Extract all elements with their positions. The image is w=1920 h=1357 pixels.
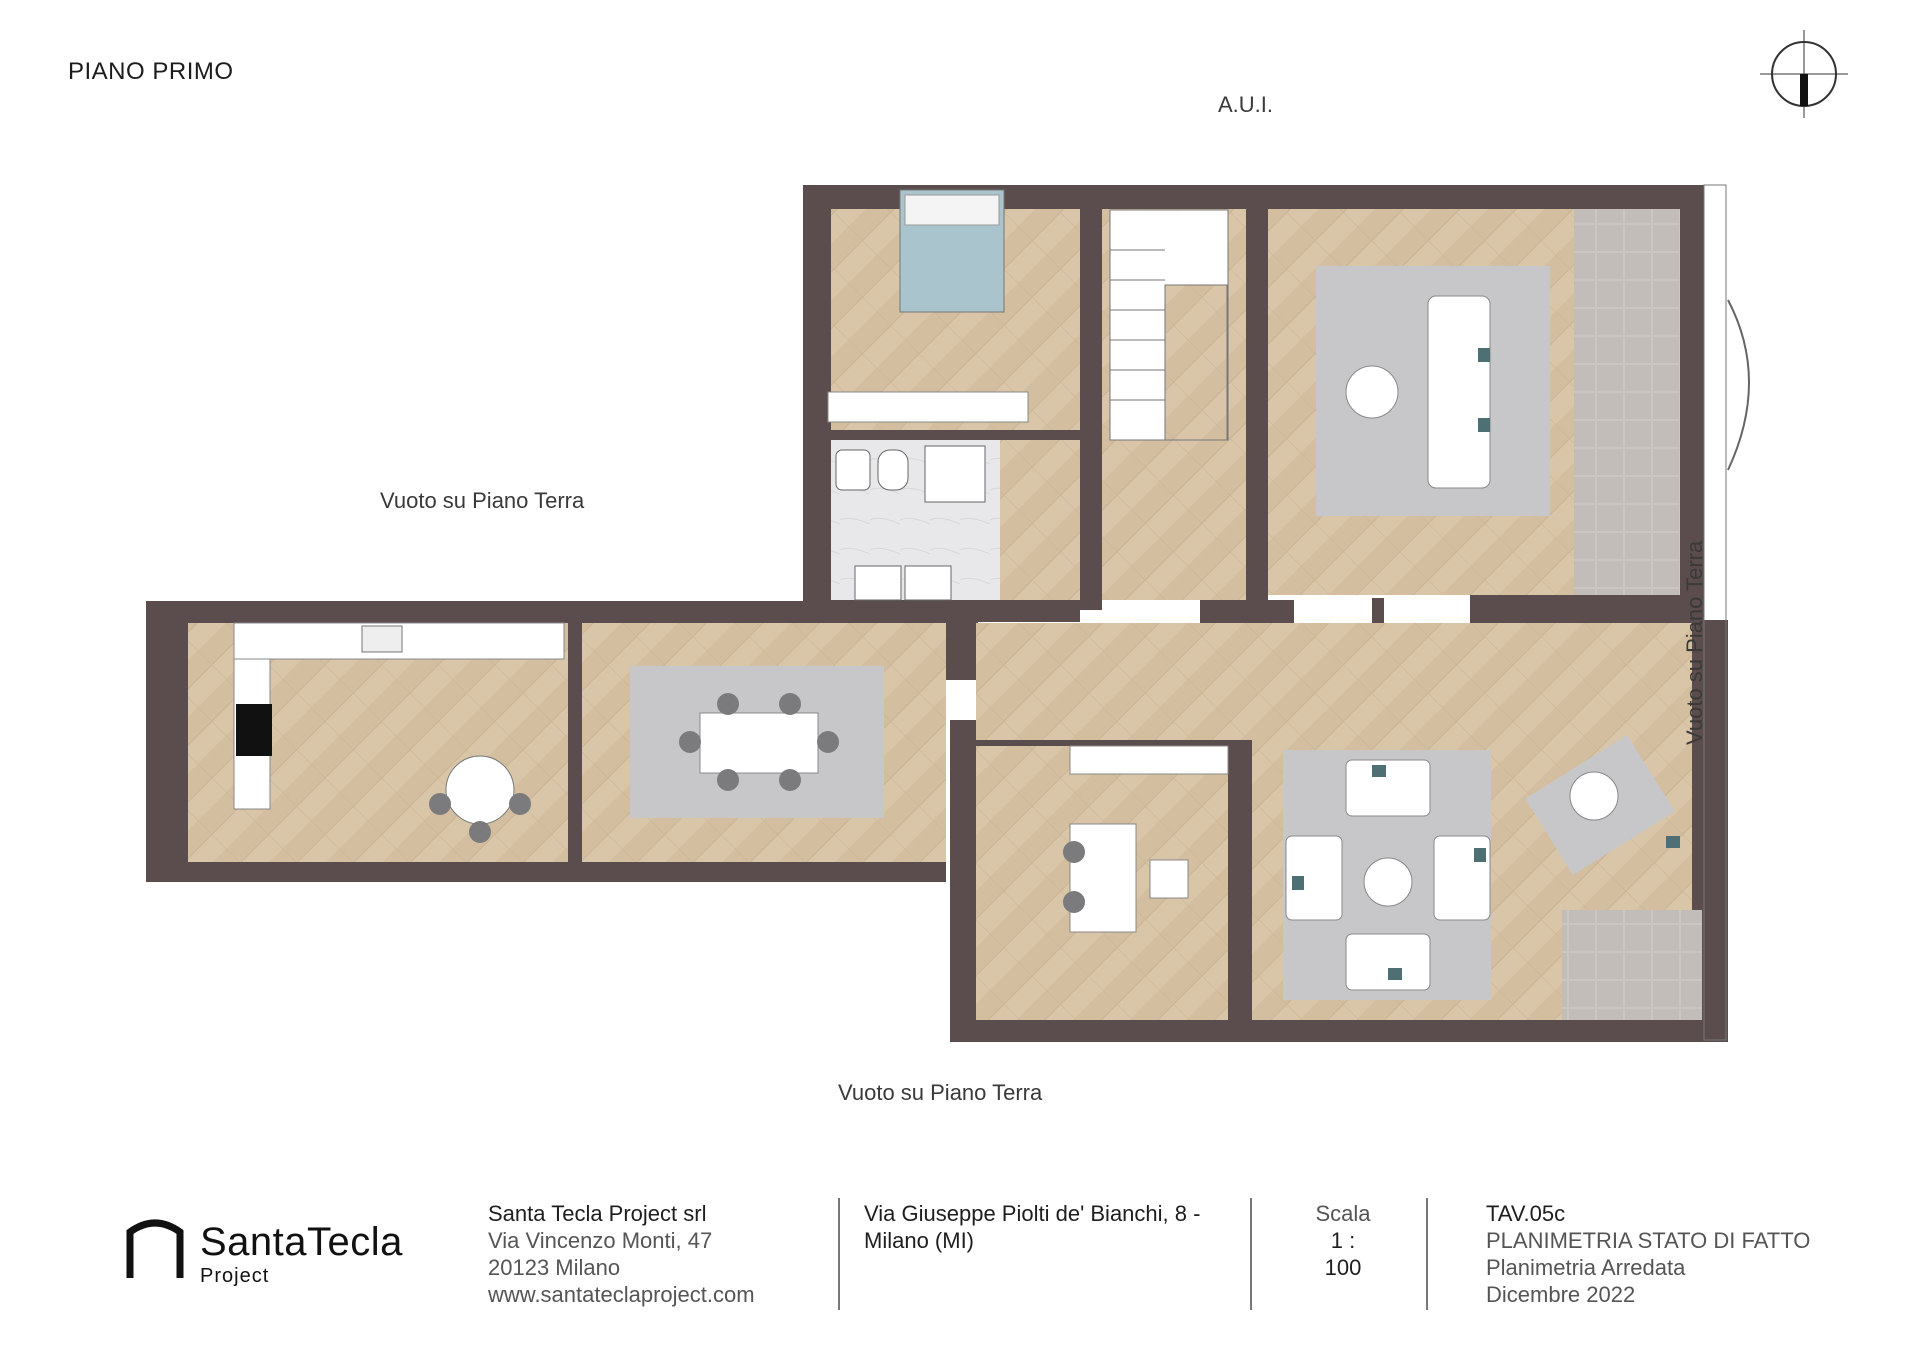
terrace-edge [1703,184,1727,1041]
wall-west-wing-north [146,601,978,623]
chairs [429,693,1085,913]
label-void-bottom: Vuoto su Piano Terra [838,1080,1043,1105]
balcony-curve [1727,299,1750,471]
separator-3 [1426,1198,1428,1310]
shelf [1069,745,1229,775]
wall-living-west [1228,712,1252,1032]
sofa-south-bottom [1345,933,1431,991]
wall-east-upper [1680,185,1704,625]
sheet-title: PLANIMETRIA STATO DI FATTO [1486,1228,1811,1253]
sofa-south-left [1285,835,1343,921]
sofa-north [1427,295,1491,489]
separator-1 [838,1198,840,1310]
wall-bath-south [828,600,1080,622]
company-name: Santa Tecla Project srl [488,1201,707,1226]
wall-upper-west [803,185,831,615]
terrace-south [1562,910,1702,1020]
bidet [877,449,909,491]
coffee-table-south [1363,857,1413,907]
company-info: Santa Tecla Project srl Via Vincenzo Mon… [488,1200,755,1308]
sink-left [854,565,902,601]
label-aui: A.U.I. [1218,92,1274,117]
site-line-2: Milano (MI) [864,1228,975,1253]
wall-bed-south [828,430,1086,440]
company-web: www.santateclaproject.com [488,1282,755,1307]
scale-info: Scala 1 : 100 [1310,1200,1376,1281]
site-address: Via Giuseppe Piolti de' Bianchi, 8 - Mil… [864,1200,1200,1254]
coffee-table-north [1345,365,1399,419]
wall-study-north [976,740,1228,746]
wall-west-wing-west [146,601,188,882]
sheet-info: TAV.05c PLANIMETRIA STATO DI FATTO Plani… [1486,1200,1810,1308]
separator-2 [1250,1198,1252,1310]
cushions [1292,348,1680,980]
wall-south [950,1020,1728,1042]
staircase [1109,209,1229,441]
wall-bath-east [1080,185,1102,610]
bed-pillows [904,194,1000,226]
sink-right [904,565,952,601]
wall-study-west [950,720,976,1042]
wall-dining-east [946,620,976,680]
terrace-north [1574,209,1680,595]
logo-arch-icon [126,1219,184,1278]
wall-kitchen-dining [568,620,582,868]
armchair-study [1149,859,1189,899]
cooktop [236,704,272,756]
toilet [835,449,871,491]
label-void-right: Vuoto su Piano Terra [1682,540,1707,745]
logo-sub: Project [200,1265,270,1287]
kitchen-sink [361,625,403,653]
sheet-subtitle: Planimetria Arredata [1486,1255,1686,1280]
sofa-south-top [1345,759,1431,817]
floor-title: PIANO PRIMO [68,58,234,85]
shower [924,445,986,503]
company-street: Via Vincenzo Monti, 47 [488,1228,713,1253]
floor-corridor [1000,440,1080,600]
company-city: 20123 Milano [488,1255,621,1280]
wardrobe [827,391,1029,423]
scale-label: Scala [1315,1201,1371,1226]
desk [1069,823,1137,933]
dining-table [699,712,819,774]
wall-west-wing-south [146,862,946,882]
label-void-left: Vuoto su Piano Terra [380,488,585,513]
corner-table [1569,771,1619,821]
logo: SantaTecla Project [200,1220,403,1288]
kitchen-table [445,755,515,825]
sheet-code: TAV.05c [1486,1201,1566,1226]
site-line-1: Via Giuseppe Piolti de' Bianchi, 8 - [864,1201,1201,1226]
sheet-date: Dicembre 2022 [1486,1282,1636,1307]
scale-value: 1 : 100 [1324,1228,1362,1280]
compass-icon [1760,30,1848,118]
wall-stair-east [1246,185,1268,605]
logo-name: SantaTecla [200,1220,403,1264]
